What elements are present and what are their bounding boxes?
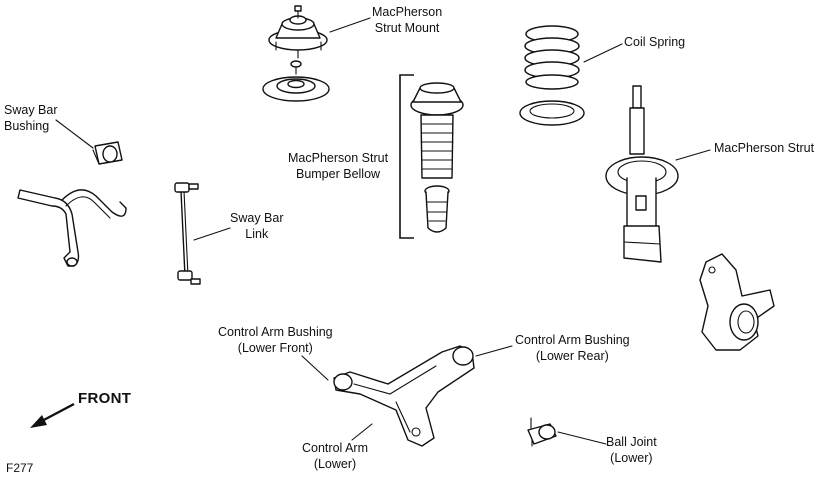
front-arrow-icon [30,402,75,428]
label-control-arm-bushing-front: Control Arm Bushing(Lower Front) [218,325,333,355]
label-control-arm-bushing-rear: Control Arm Bushing(Lower Rear) [515,333,630,363]
mount-bearing-drawing [262,60,330,102]
label-coil-spring: Coil Spring [624,35,686,49]
steering-knuckle-drawing [699,253,775,351]
control-arm-drawing [333,345,475,447]
sway-bar-link-drawing [174,182,201,285]
strut-mount-drawing [268,5,328,59]
figure-code: F277 [6,461,34,475]
macpherson-strut-drawing [605,85,679,263]
sway-bar-bushing-drawing [92,141,123,165]
front-label: FRONT [78,390,132,407]
sway-bar-drawing [17,189,127,267]
label-control-arm: Control Arm(Lower) [302,441,368,471]
ball-joint-drawing [527,417,557,447]
label-macpherson-strut: MacPherson Strut [714,141,815,155]
label-ball-joint: Ball Joint(Lower) [606,435,657,465]
leader-lines [55,17,711,445]
bumper-bellow-drawing [399,74,464,239]
coil-spring-drawing [519,25,585,126]
